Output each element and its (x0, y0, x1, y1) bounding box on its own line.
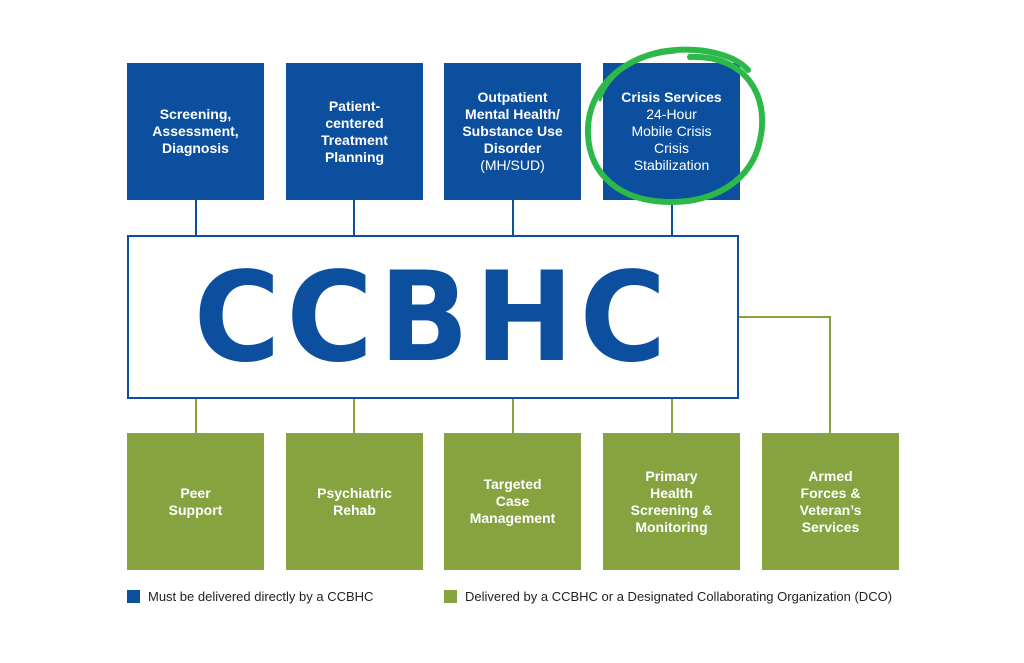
ccbhc-center-box: CCBHC (127, 235, 739, 399)
box-text-line: Rehab (333, 501, 376, 518)
box-text-line: Treatment (321, 131, 388, 148)
box-text-line: Screening & (630, 501, 713, 518)
box-text-line: Crisis (654, 140, 689, 156)
box-text-line: Psychiatric (317, 484, 392, 501)
box-text-line: Screening, (159, 106, 232, 122)
box-text-line: Planning (324, 148, 385, 165)
box-text-line: Peer (180, 484, 211, 501)
connector-line (195, 199, 197, 235)
legend-item-green: Delivered by a CCBHC or a Designated Col… (444, 589, 892, 604)
box-text-line: Substance Use (462, 123, 563, 139)
legend-item-blue: Must be delivered directly by a CCBHC (127, 589, 373, 604)
connector-line (829, 316, 831, 433)
box-text-line: Case (495, 493, 530, 509)
box-text-line: centered (325, 114, 384, 131)
connector-line (512, 399, 514, 433)
box-text-line: Health (650, 484, 693, 501)
box-text-line: Stabilization (633, 157, 710, 173)
box-text-line: Targeted (483, 476, 542, 492)
connector-line (512, 199, 514, 235)
box-text-line: Crisis Services (621, 89, 722, 105)
service-box-screening: Screening,Assessment,Diagnosis (127, 63, 264, 200)
connector-line (671, 399, 673, 433)
connector-line (195, 399, 197, 433)
box-text-line: Mobile Crisis (631, 123, 712, 139)
center-title: CCBHC (193, 244, 673, 390)
box-text-line: Diagnosis (162, 140, 229, 156)
box-text-line: Mental Health/ (465, 106, 560, 122)
connector-line (353, 399, 355, 433)
box-text-line: Patient- (328, 97, 381, 114)
box-text-line: Monitoring (635, 518, 708, 535)
legend-label: Must be delivered directly by a CCBHC (148, 589, 374, 604)
box-text-line: Assessment, (152, 123, 239, 139)
box-text-line: Support (168, 501, 223, 518)
box-text-line: Disorder (483, 140, 542, 156)
connector-line (671, 199, 673, 235)
box-text-line: (MH/SUD) (480, 157, 545, 173)
box-text-line: Management (469, 510, 556, 526)
box-text-line: Veteran’s (799, 501, 862, 518)
box-text-line: Outpatient (477, 89, 548, 105)
box-text-line: 24-Hour (646, 106, 697, 122)
legend-swatch-green (444, 590, 457, 603)
box-text-line: Services (801, 518, 860, 535)
box-text-line: Primary (645, 467, 698, 484)
box-text-line: Forces & (800, 484, 861, 501)
connector-line (353, 199, 355, 235)
legend-label: Delivered by a CCBHC or a Designated Col… (465, 589, 893, 604)
box-text-line: Armed (808, 467, 853, 484)
legend-swatch-blue (127, 590, 140, 603)
connector-line (739, 316, 831, 318)
